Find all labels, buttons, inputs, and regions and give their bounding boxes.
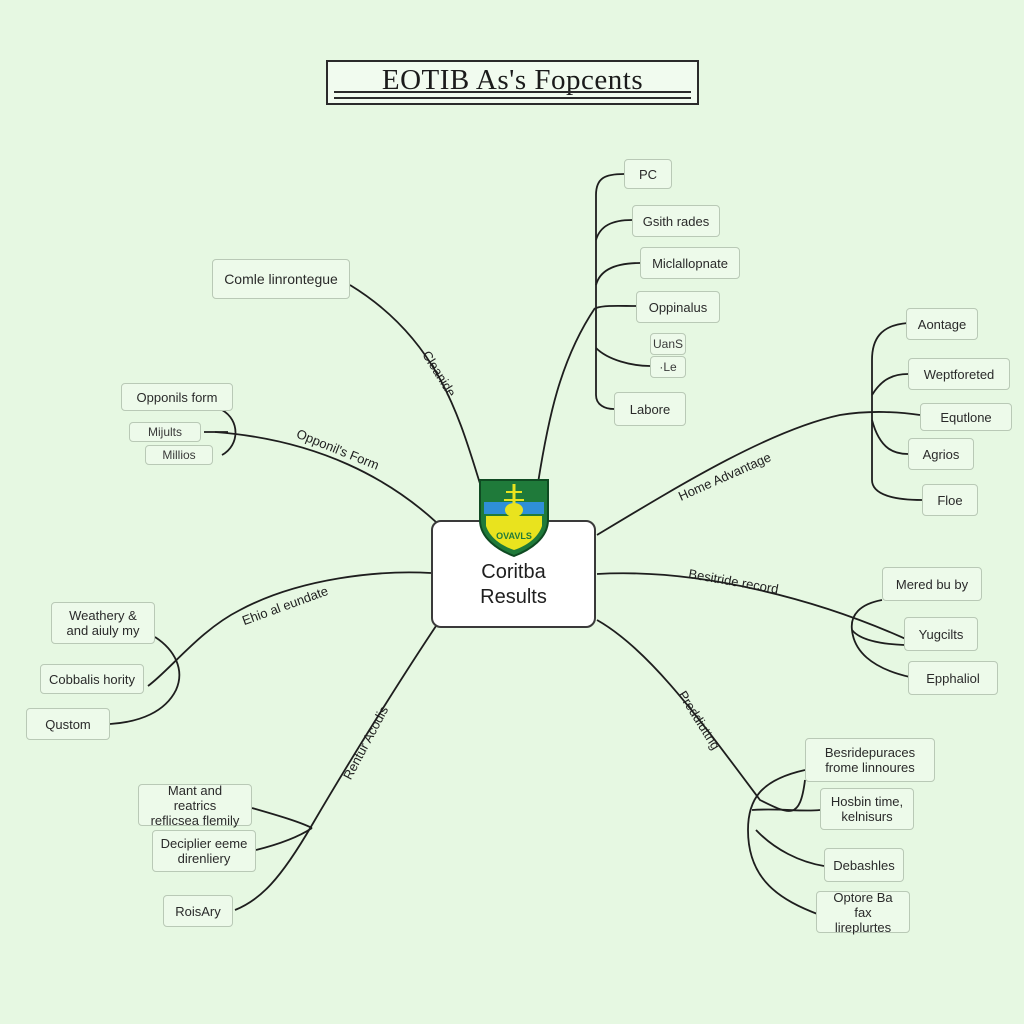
connector-predict [596, 619, 806, 812]
club-crest-icon: OVAVLS [479, 479, 549, 558]
node-millios: Millios [145, 445, 213, 465]
title-underline [334, 91, 691, 93]
connector-left [147, 571, 432, 687]
connector-top-left [214, 431, 437, 523]
page-title: EOTIB As's Fopcents [381, 64, 644, 96]
node-comle: Comle linrontegue [212, 259, 350, 299]
node-cobbalis: Cobbalis hority [40, 664, 144, 694]
node-besride: Besridepuraces frome linnoures [805, 738, 935, 782]
node-le: ·Le [650, 356, 686, 378]
node-equtlone: Equtlone [920, 403, 1012, 431]
central-node-line2: Results [480, 586, 547, 608]
node-deciplier: Deciplier eeme direnliery [152, 830, 256, 872]
title-banner: EOTIB As's Fopcents [326, 60, 699, 105]
node-weptforeted: Weptforeted [908, 358, 1010, 390]
node-yugcilts: Yugcilts [904, 617, 978, 651]
connector-pc-bracket [595, 173, 625, 410]
node-pc: PC [624, 159, 672, 189]
node-mered: Mered bu by [882, 567, 982, 601]
central-node-line1: Coritba [481, 561, 546, 583]
connector-top [349, 284, 483, 491]
node-gsith: Gsith rades [632, 205, 720, 237]
title-underline-secondary [334, 97, 691, 99]
node-qustom: Qustom [26, 708, 110, 740]
node-hosbin: Hosbin time, kelnisurs [820, 788, 914, 830]
node-mant: Mant and reatrics reflicsea flemily [138, 783, 252, 828]
node-debashles: Debashles [824, 848, 904, 882]
node-aontage: Aontage [906, 308, 978, 340]
node-roisary: RoisAry [163, 895, 233, 927]
node-opponils-form: Opponils form [121, 383, 233, 411]
connector-beside [596, 572, 909, 641]
node-agrios: Agrios [908, 438, 974, 470]
node-labore: Labore [614, 392, 686, 426]
node-mijults: Mijults [129, 422, 201, 442]
node-epphaliol: Epphaliol [908, 661, 998, 695]
node-floe: Floe [922, 484, 978, 516]
crest-lettering: OVAVLS [496, 531, 532, 541]
node-optore: Optore Ba fax lireplurtes [816, 890, 910, 935]
connector-home [596, 411, 921, 536]
node-weathery: Weathery & and aiuly my [51, 602, 155, 644]
node-oppinalus: Oppinalus [636, 291, 720, 323]
connector-bottom-left [234, 625, 437, 911]
node-uans: UanS [650, 333, 686, 355]
connector-top-right [537, 307, 596, 484]
node-miclallopnate: Miclallopnate [640, 247, 740, 279]
